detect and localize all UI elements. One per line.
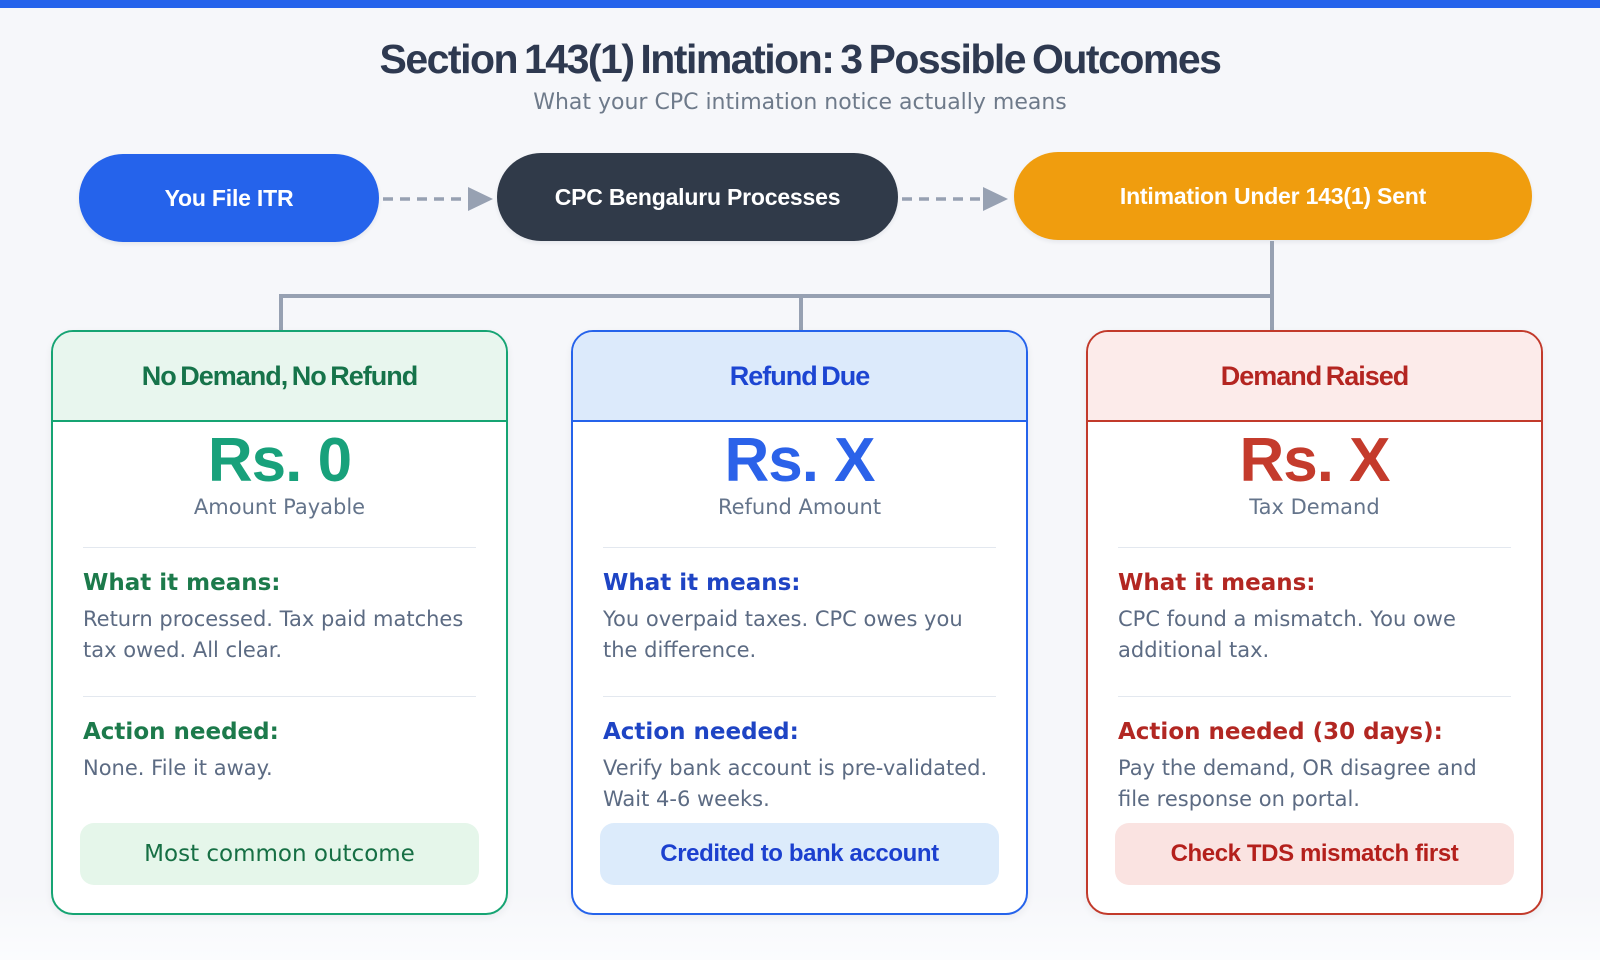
amount-value: Rs. X xyxy=(1239,426,1390,495)
amount-label: Refund Amount xyxy=(717,495,882,520)
meaning-heading: What it means: xyxy=(1118,570,1316,597)
divider xyxy=(83,696,476,698)
meaning-text: Return processed. Tax paid matches tax o… xyxy=(83,607,464,663)
amount-value: Rs. 0 xyxy=(207,426,352,495)
card-title: Demand Raised xyxy=(1088,332,1541,422)
branch-tree-line xyxy=(279,241,1274,332)
outcome-badge: Credited to bank account xyxy=(600,823,999,885)
action-text: None. File it away. xyxy=(83,756,273,781)
flow-step-label: You File ITR xyxy=(164,184,294,211)
divider xyxy=(603,696,996,698)
action-heading: Action needed: xyxy=(83,719,279,746)
outcome-badge: Most common outcome xyxy=(80,823,479,885)
amount-label: Amount Payable xyxy=(193,495,366,520)
card-title: Refund Due xyxy=(573,332,1026,422)
dashed-arrow-icon xyxy=(383,187,493,211)
divider xyxy=(603,547,996,549)
meaning-heading: What it means: xyxy=(603,570,801,597)
page-subtitle: What your CPC intimation notice actually… xyxy=(533,90,1067,115)
outcome-card-no-demand: No Demand, No Refund Rs. 0 Amount Payabl… xyxy=(51,330,508,915)
flow-step-label: Intimation Under 143(1) Sent xyxy=(1119,182,1427,209)
card-title: No Demand, No Refund xyxy=(53,332,506,422)
flow-step-cpc-processes: CPC Bengaluru Processes xyxy=(497,153,898,241)
action-text: Pay the demand, OR disagree and file res… xyxy=(1118,756,1477,812)
flow-step-label: CPC Bengaluru Processes xyxy=(554,183,841,210)
action-heading: Action needed (30 days): xyxy=(1118,719,1443,746)
amount-label: Tax Demand xyxy=(1249,495,1380,520)
outcome-card-refund-due: Refund Due Rs. X Refund Amount What it m… xyxy=(571,330,1028,915)
divider xyxy=(1118,547,1511,549)
meaning-text: You overpaid taxes. CPC owes you the dif… xyxy=(603,607,963,663)
divider xyxy=(83,547,476,549)
meaning-heading: What it means: xyxy=(83,570,281,597)
flow-step-intimation-sent: Intimation Under 143(1) Sent xyxy=(1014,152,1532,240)
action-heading: Action needed: xyxy=(603,719,799,746)
outcome-card-demand-raised: Demand Raised Rs. X Tax Demand What it m… xyxy=(1086,330,1543,915)
amount-value: Rs. X xyxy=(724,426,875,495)
divider xyxy=(1118,696,1511,698)
action-text: Verify bank account is pre-validated. Wa… xyxy=(603,756,988,812)
outcome-badge: Check TDS mismatch first xyxy=(1115,823,1514,885)
flow-step-file-itr: You File ITR xyxy=(79,154,379,242)
dashed-arrow-icon xyxy=(902,187,1008,211)
page-title: Section 143(1) Intimation: 3 Possible Ou… xyxy=(379,36,1222,82)
meaning-text: CPC found a mismatch. You owe additional… xyxy=(1118,607,1456,663)
top-accent-bar xyxy=(0,0,1600,8)
